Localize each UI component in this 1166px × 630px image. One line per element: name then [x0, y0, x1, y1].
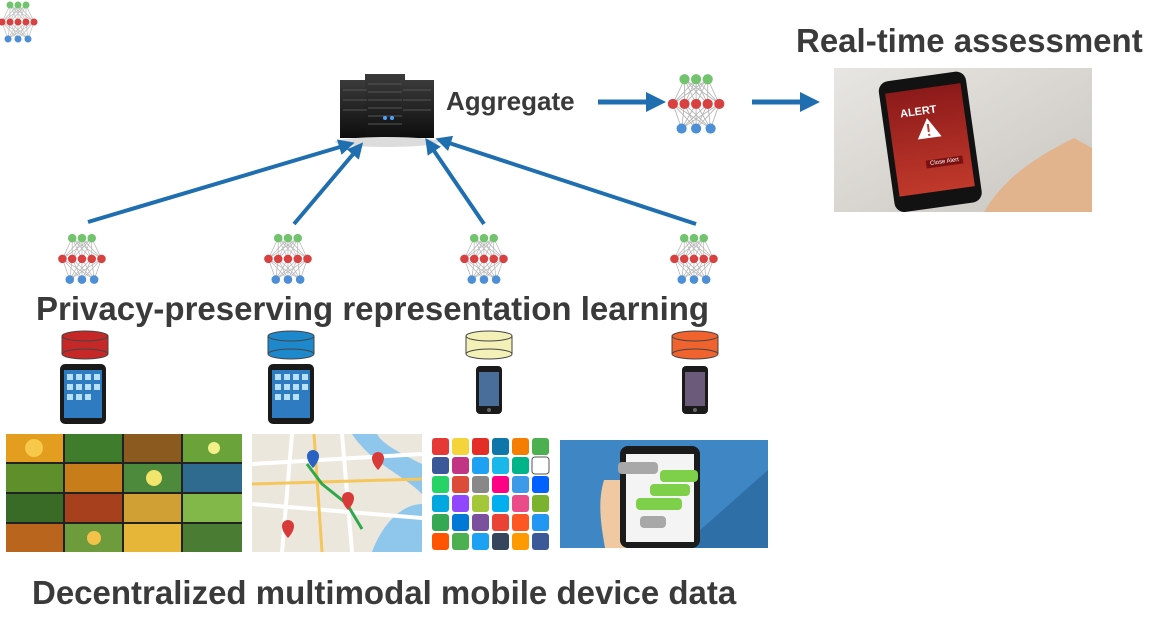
chat-bubble-icon	[618, 462, 698, 528]
neural-network-icon	[0, 1, 38, 43]
database-icon-4	[671, 330, 719, 360]
alert-triangle-icon	[917, 118, 942, 140]
messaging-image	[560, 440, 768, 548]
map-pin-icon	[282, 450, 384, 538]
real-time-assessment-title: Real-time assessment	[796, 22, 1143, 59]
upload-arrow-4	[435, 135, 697, 226]
privacy-preserving-label: Privacy-preserving representation learni…	[36, 290, 710, 327]
aggregate-label: Aggregate	[446, 86, 575, 116]
social-apps-image	[430, 436, 552, 550]
upload-arrow-3	[425, 138, 486, 226]
database-icon-3	[465, 330, 513, 360]
tablet-icon-1	[60, 364, 106, 424]
database-icon-2	[267, 330, 315, 360]
decentralized-data-label: Decentralized multimodal mobile device d…	[32, 574, 737, 611]
upload-arrow-2	[292, 142, 364, 226]
photo-gallery-image	[6, 434, 242, 552]
phone-icon-2	[682, 366, 708, 414]
tablet-icon-2	[268, 364, 314, 424]
alert-phone-image: ALERT Close Alert	[834, 68, 1092, 212]
upload-arrow-1	[87, 139, 355, 224]
database-icon-1	[61, 330, 109, 360]
upload-arrows	[87, 135, 697, 226]
phone-icon-1	[476, 366, 502, 414]
map-image	[252, 434, 422, 552]
server-icon	[335, 74, 439, 147]
